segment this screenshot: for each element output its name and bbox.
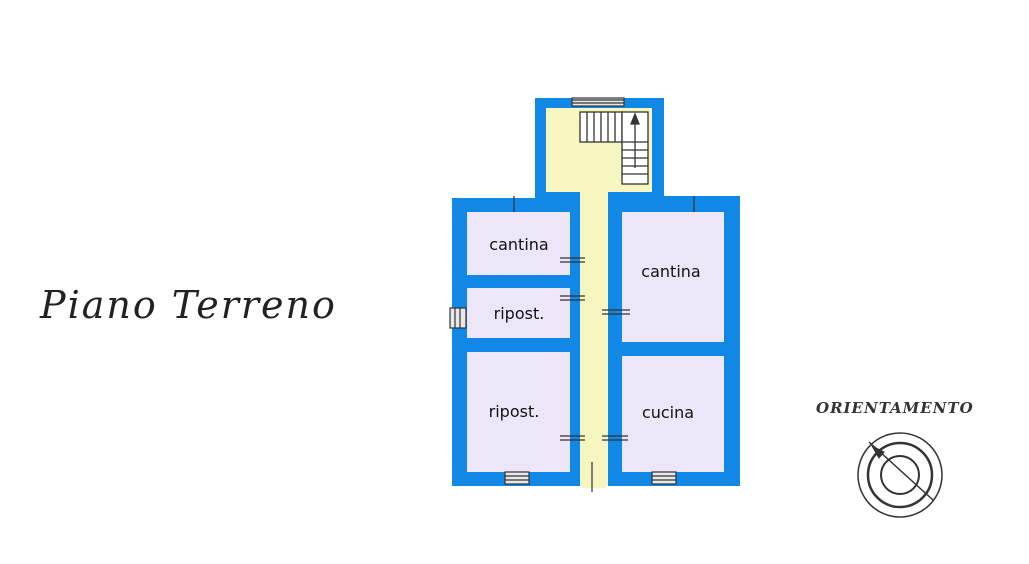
room-cucina (622, 356, 724, 472)
door-marks (513, 196, 695, 441)
rooms (467, 212, 724, 472)
room-cantina-right (622, 212, 724, 342)
room-label-cucina: cucina (642, 403, 694, 422)
staircase (579, 111, 649, 185)
room-label-ripost-small: ripost. (494, 304, 545, 323)
compass-icon (857, 432, 943, 518)
room-cantina-left (467, 212, 570, 275)
room-label-ripost-large: ripost. (489, 402, 540, 421)
room-label-cantina-right: cantina (641, 262, 700, 281)
room-ripost-large (467, 352, 570, 472)
plan-title: Piano Terreno (39, 283, 337, 327)
openings (449, 97, 677, 492)
orientation-label: ORIENTAMENTO (816, 399, 974, 417)
room-label-cantina-left: cantina (489, 235, 548, 254)
room-ripost-small (467, 288, 570, 338)
